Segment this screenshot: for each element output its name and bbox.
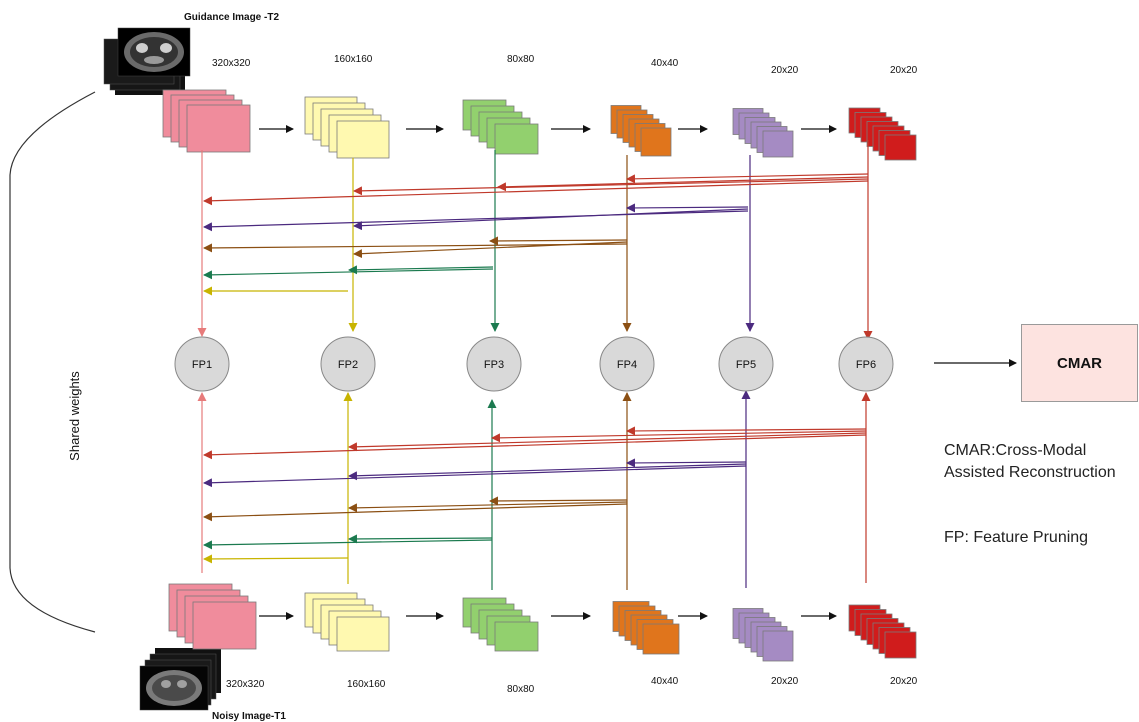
bottom-feature-map-4-6 [642, 623, 680, 655]
fp-node-5-label: FP5 [736, 359, 756, 371]
noisy-image-thumbnail [139, 648, 221, 711]
bottom-cross-scale-arrows [203, 426, 867, 564]
top-vertical-connectors [197, 140, 873, 340]
fp-node-2: FP2 [320, 336, 376, 392]
top-feature-stack-2 [304, 96, 390, 159]
top-size-label-4: 40x40 [651, 58, 679, 69]
bottom-size-label-1: 320x320 [226, 679, 265, 690]
top-feature-stack-3 [462, 99, 539, 155]
bottom-feature-map-1-4 [192, 601, 257, 650]
top-feature-map-2-5 [336, 120, 390, 159]
bottom-feature-stack-1 [168, 583, 257, 650]
top-feature-map-5-6 [762, 130, 794, 158]
legend-cmar: CMAR:Cross-Modal Assisted Reconstruction [944, 440, 1116, 484]
bottom-size-label-5: 20x20 [771, 676, 799, 687]
top-size-label-1: 320x320 [212, 58, 251, 69]
top-cross-scale-arrows [203, 173, 869, 296]
bottom-feature-map-6-7 [884, 631, 917, 659]
bottom-feature-stack-5 [732, 608, 794, 662]
bottom-feature-map-2-5 [336, 616, 390, 652]
bottom-vertical-connectors [197, 390, 871, 590]
fp-node-3-label: FP3 [484, 359, 504, 371]
fp-node-4: FP4 [599, 336, 655, 392]
top-feature-stack-5 [732, 108, 794, 158]
fp-node-3: FP3 [466, 336, 522, 392]
feature-map-stacks [162, 89, 917, 662]
top-feature-stack-6 [848, 107, 917, 161]
shared-weights-bracket [9, 91, 96, 633]
top-size-label-6: 20x20 [890, 65, 918, 76]
top-feature-stack-4 [610, 105, 672, 157]
fp-node-2-label: FP2 [338, 359, 358, 371]
guidance-image-title: Guidance Image -T2 [184, 12, 279, 23]
bottom-feature-stack-3 [462, 597, 539, 652]
legend-cmar-line2: Assisted Reconstruction [944, 464, 1116, 481]
bottom-size-label-3: 80x80 [507, 684, 535, 695]
bottom-size-label-2: 160x160 [347, 679, 386, 690]
top-feature-stack-1 [162, 89, 251, 153]
guidance-image-thumbnail [103, 27, 191, 95]
legend-fp: FP: Feature Pruning [944, 529, 1089, 546]
cmar-label: CMAR [1057, 354, 1102, 372]
top-feature-map-6-7 [884, 134, 917, 161]
noisy-image-title: Noisy Image-T1 [212, 711, 286, 722]
fp-node-1-label: FP1 [192, 359, 212, 371]
cmar-block: CMAR [1021, 324, 1138, 402]
top-feature-map-4-6 [640, 127, 672, 157]
shared-weights-label: Shared weights [67, 371, 82, 461]
top-size-label-3: 80x80 [507, 54, 535, 65]
top-feature-map-1-4 [186, 104, 251, 153]
bottom-feature-stack-2 [304, 592, 390, 652]
top-size-label-2: 160x160 [334, 54, 373, 65]
bottom-feature-stack-6 [848, 604, 917, 659]
bottom-feature-map-5-6 [762, 630, 794, 662]
fp-node-6-label: FP6 [856, 359, 876, 371]
fp-node-5: FP5 [718, 336, 774, 392]
bottom-feature-map-3-5 [494, 621, 539, 652]
fp-node-6: FP6 [838, 336, 894, 392]
bottom-size-label-4: 40x40 [651, 676, 679, 687]
fp-node-4-label: FP4 [617, 359, 637, 371]
bottom-size-label-6: 20x20 [890, 676, 918, 687]
top-feature-map-3-5 [494, 123, 539, 155]
legend-cmar-line1: CMAR:Cross-Modal [944, 442, 1087, 459]
top-size-label-5: 20x20 [771, 65, 799, 76]
fp-node-1: FP1 [174, 336, 230, 392]
bottom-feature-stack-4 [612, 601, 680, 655]
